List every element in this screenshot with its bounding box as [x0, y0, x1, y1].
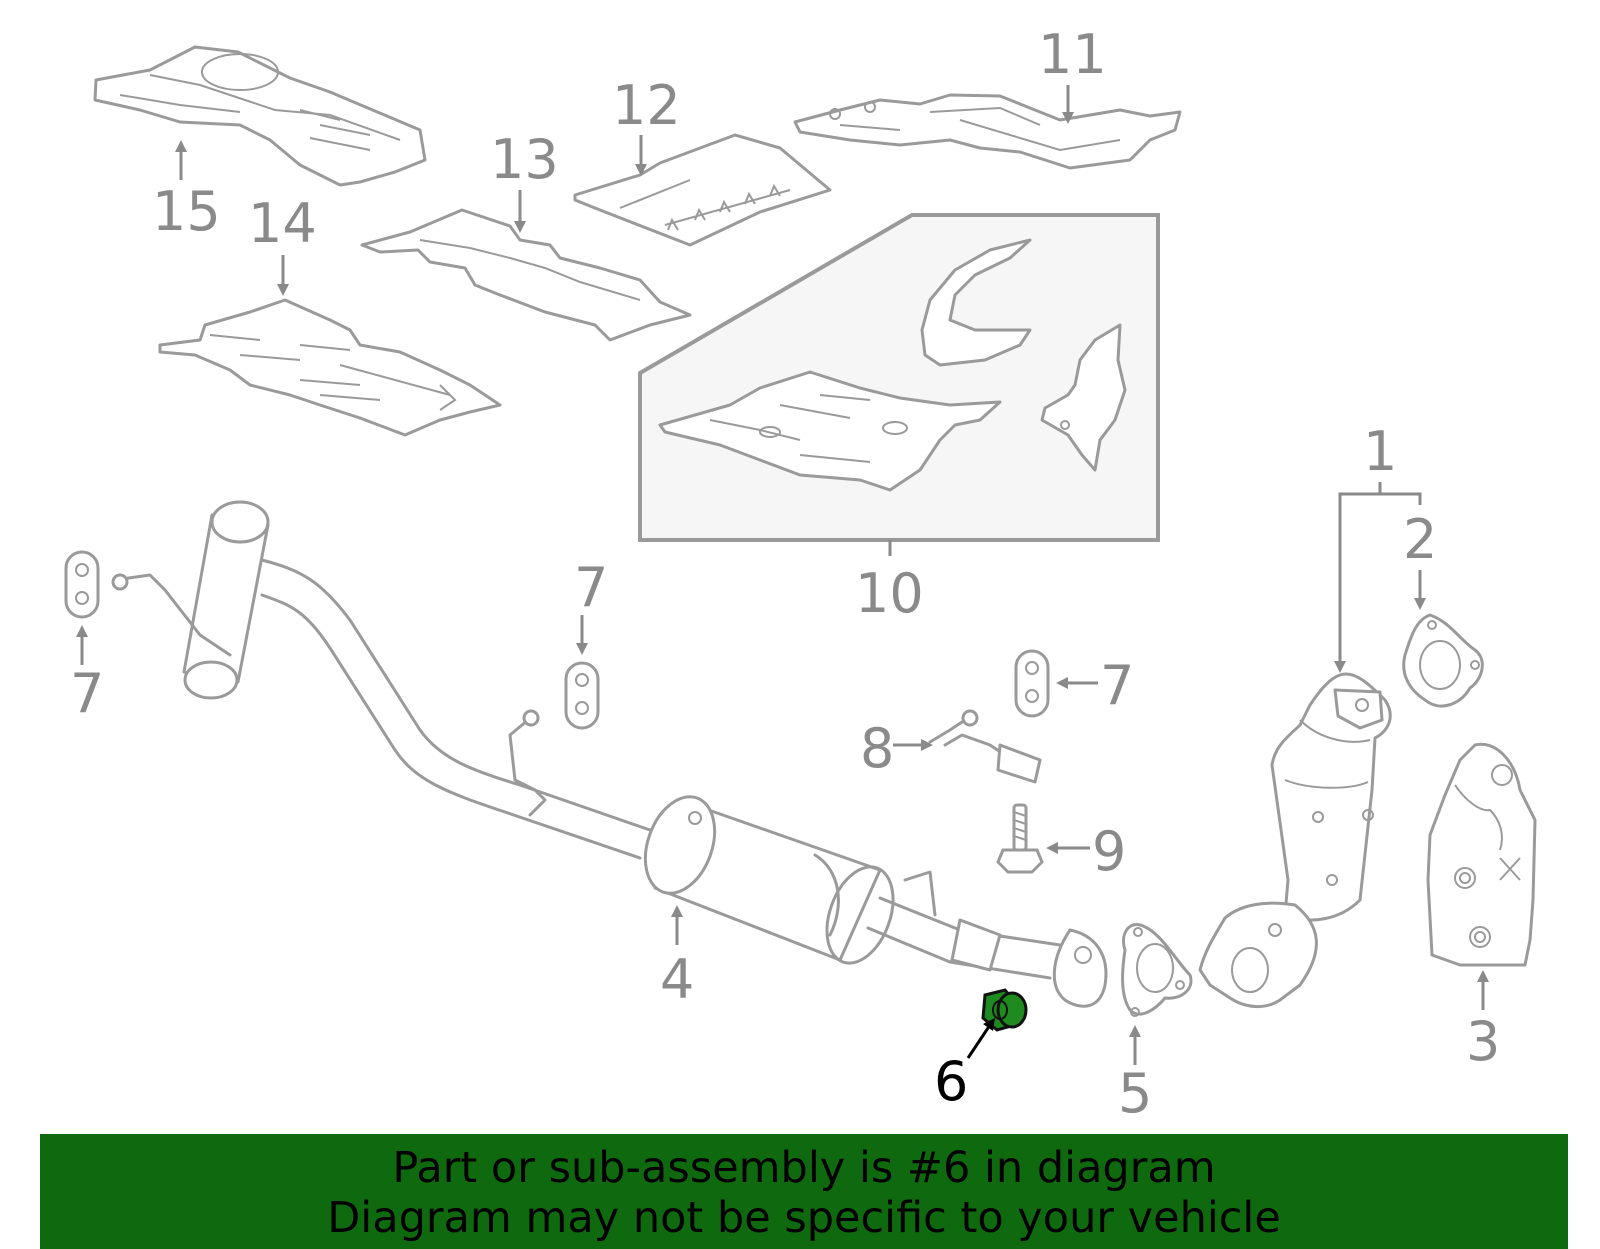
- part-4-exhaust-pipe[interactable]: [111, 500, 1108, 1008]
- leader-lines: [76, 85, 1489, 1065]
- callout-10: 10: [855, 562, 924, 625]
- part-5-gasket[interactable]: [1121, 923, 1193, 1017]
- part-7-hanger-middle[interactable]: [564, 661, 600, 730]
- callout-7-left: 7: [70, 662, 104, 725]
- callout-4: 4: [660, 948, 694, 1011]
- part-3-heat-shield[interactable]: [1426, 742, 1537, 967]
- part-8-oxygen-sensor[interactable]: [928, 709, 1042, 784]
- callout-13: 13: [490, 128, 559, 191]
- callout-15: 15: [152, 180, 221, 243]
- callout-1: 1: [1363, 420, 1397, 483]
- callout-11: 11: [1038, 23, 1107, 86]
- part-11-shield[interactable]: [793, 93, 1182, 170]
- part-14-shield[interactable]: [158, 298, 502, 437]
- info-banner: Part or sub-assembly is #6 in diagram Di…: [40, 1134, 1568, 1249]
- callout-6: 6: [934, 1050, 968, 1113]
- callout-7-right: 7: [1100, 654, 1134, 717]
- part-7-hanger-left[interactable]: [64, 550, 100, 619]
- callout-2: 2: [1403, 508, 1437, 571]
- callout-8: 8: [860, 717, 894, 780]
- callout-14: 14: [248, 192, 317, 255]
- part-7-hanger-right[interactable]: [1014, 649, 1050, 718]
- banner-line-2: Diagram may not be specific to your vehi…: [327, 1193, 1281, 1243]
- part-15-shield[interactable]: [93, 45, 427, 187]
- callout-3: 3: [1466, 1010, 1500, 1073]
- callout-9: 9: [1092, 820, 1126, 883]
- part-12-shield[interactable]: [573, 133, 832, 247]
- banner-line-1: Part or sub-assembly is #6 in diagram: [392, 1143, 1216, 1193]
- callout-12: 12: [612, 74, 681, 137]
- part-1-catalytic-converter[interactable]: [1198, 672, 1392, 1008]
- callout-7-middle: 7: [574, 556, 608, 619]
- part-13-shield[interactable]: [360, 208, 692, 342]
- part-10-inset[interactable]: [638, 213, 1160, 542]
- callout-5: 5: [1118, 1062, 1152, 1125]
- callout-labels: 15 14 13 12 11 10 1 2 3 4 5 6 7 7 7 8 9: [70, 23, 1500, 1125]
- part-2-gasket[interactable]: [1402, 613, 1484, 708]
- part-9-bolt[interactable]: [996, 803, 1044, 874]
